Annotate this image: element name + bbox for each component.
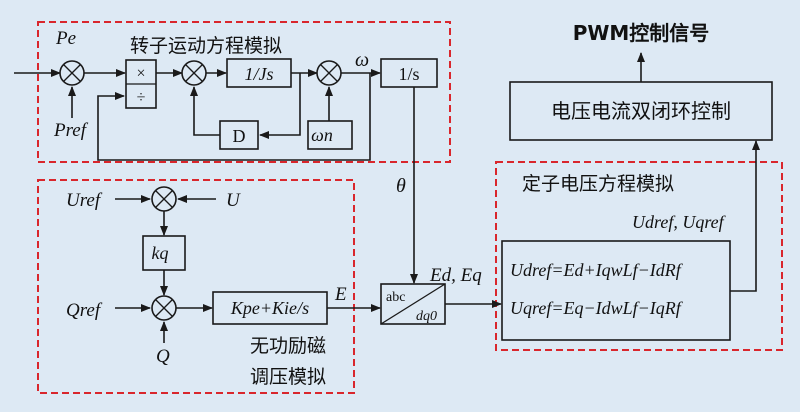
sum-junction-reactive xyxy=(151,295,177,321)
u-label: U xyxy=(226,190,241,211)
e-label: E xyxy=(334,284,347,305)
excitation-group-title-line2: 调压模拟 xyxy=(250,366,326,388)
sum-junction-speed xyxy=(316,60,342,86)
stator-equation-block xyxy=(501,240,731,341)
damping-block-label: D xyxy=(233,126,246,146)
pwm-signal-label: PWM控制信号 xyxy=(573,21,710,45)
ed-eq-label: Ed, Eq xyxy=(429,265,482,286)
omega-label: ω xyxy=(355,49,369,71)
damping-to-sum2 xyxy=(190,86,220,136)
pe-label: Pe xyxy=(55,28,76,49)
equation-udref: Udref=Ed+IqwLf−IdRf xyxy=(510,260,684,280)
excitation-group-title-line1: 无功励磁 xyxy=(250,335,326,357)
inertia-block xyxy=(226,58,292,88)
kq-block-label: kq xyxy=(152,243,169,263)
abc-dq0-transform-block: abc dq0 xyxy=(380,283,446,325)
speed-to-damping xyxy=(259,73,301,139)
integrator-block xyxy=(380,58,438,88)
equation-uqref: Uqref=Eq−IdwLf−IqRf xyxy=(510,298,684,318)
uref-label: Uref xyxy=(66,190,103,211)
damping-block xyxy=(219,120,259,150)
pi-controller-label: Kpe+Kie/s xyxy=(230,298,309,318)
dual-loop-control-label: 电压电流双闭环控制 xyxy=(551,99,731,123)
pi-controller-block xyxy=(212,291,328,325)
abc-label: abc xyxy=(386,290,405,305)
excitation-group-border xyxy=(37,179,355,394)
q-label: Q xyxy=(156,346,170,367)
rotor-group-title: 转子运动方程模拟 xyxy=(130,35,282,57)
omega-n-block xyxy=(307,120,353,150)
multiply-symbol: × xyxy=(136,65,145,82)
rotor-group-border xyxy=(37,21,451,163)
pref-label: Pref xyxy=(53,120,89,141)
integrator-block-label: 1/s xyxy=(398,64,419,84)
stator-group-title: 定子电压方程模拟 xyxy=(522,173,674,195)
qref-label: Qref xyxy=(66,300,103,321)
sum-junction-torque xyxy=(181,60,207,86)
udref-uqref-label: Udref, Uqref xyxy=(632,212,727,232)
dual-loop-control-block xyxy=(509,81,773,141)
theta-label: θ xyxy=(396,175,406,197)
omega-feedback-to-divide xyxy=(97,73,371,161)
omega-n-label: ωn xyxy=(311,125,333,145)
inertia-block-label: 1/Js xyxy=(245,64,274,84)
stator-eq-to-dual-loop xyxy=(730,140,760,292)
divide-symbol: ÷ xyxy=(137,89,146,106)
sum-junction-power xyxy=(59,60,85,86)
stator-group-border xyxy=(495,161,783,351)
dq0-label: dq0 xyxy=(416,309,437,324)
sum-junction-voltage xyxy=(151,186,177,212)
kq-block xyxy=(142,235,186,271)
multiply-divide-block: × ÷ xyxy=(125,59,157,109)
